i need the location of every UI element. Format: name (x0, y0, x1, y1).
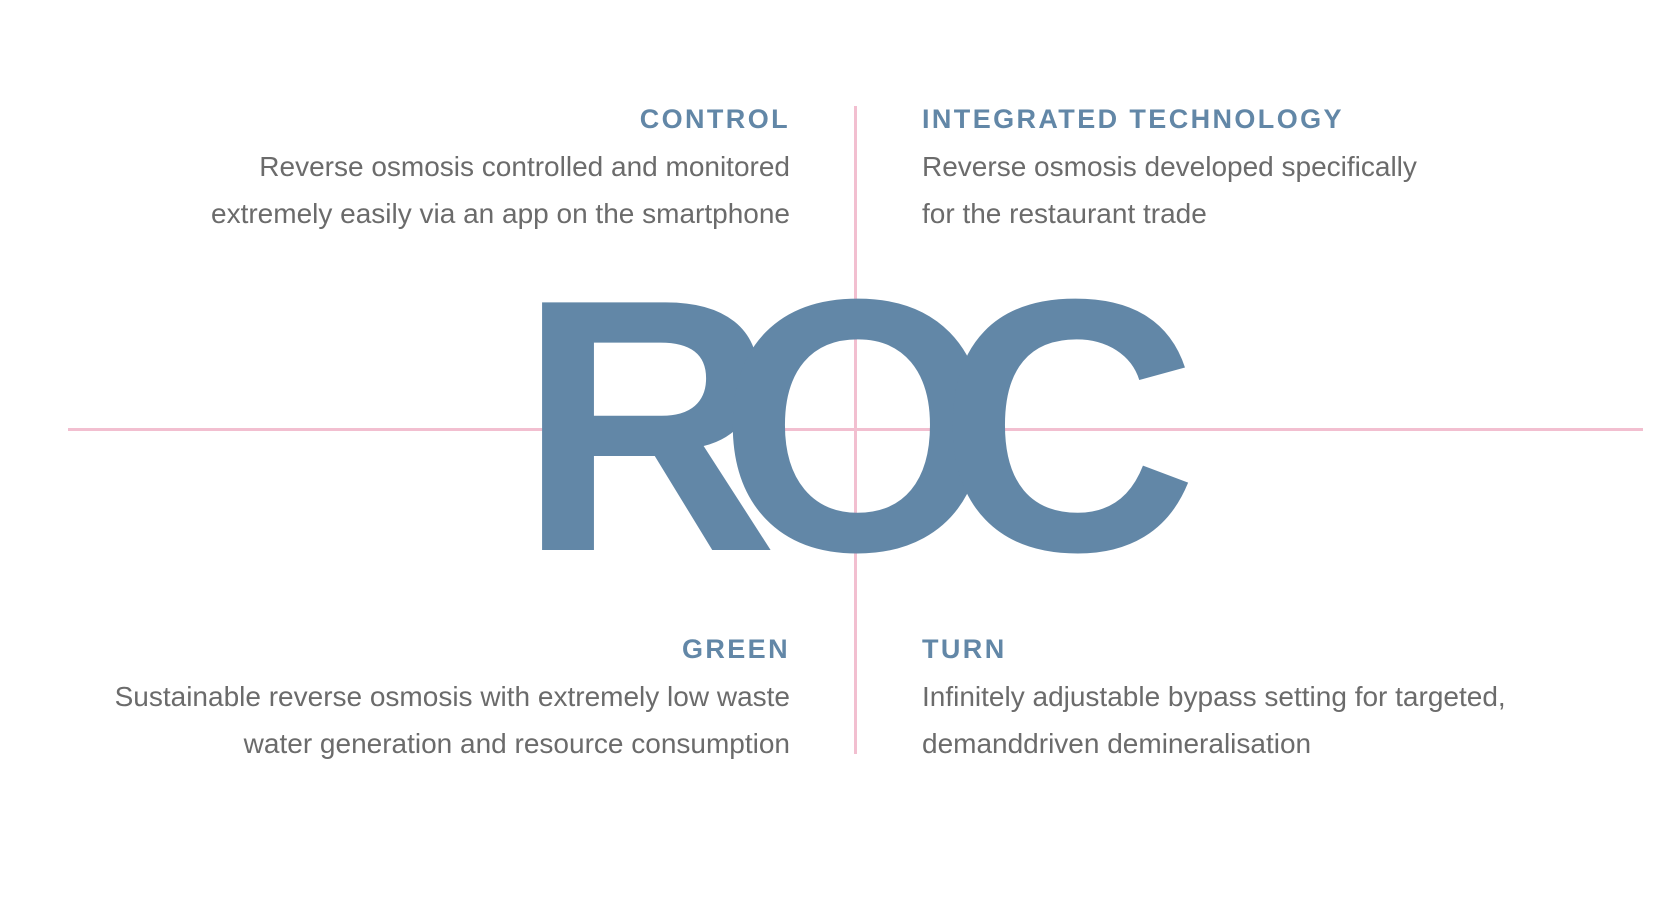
turn-line-1: Infinitely adjustable bypass setting for… (922, 681, 1506, 713)
green-line-2: water generation and resource consumptio… (243, 728, 790, 760)
roc-logo: ROC (518, 225, 1251, 627)
green-line-1: Sustainable reverse osmosis with extreme… (114, 681, 790, 713)
green-description: Sustainable reverse osmosis with extreme… (50, 673, 790, 767)
turn-title: TURN (922, 634, 1007, 664)
integrated-technology-line-2: for the restaurant trade (922, 198, 1207, 230)
control-line-1: Reverse osmosis controlled and monitored (259, 151, 790, 183)
turn-line-2: demanddriven demineralisation (922, 728, 1312, 760)
control-title: CONTROL (639, 104, 790, 134)
turn-description: Infinitely adjustable bypass setting for… (922, 673, 1662, 767)
green-title: GREEN (681, 634, 790, 664)
quadrant-control: CONTROL Reverse osmosis controlled and m… (50, 103, 790, 237)
integrated-technology-title: INTEGRATED TECHNOLOGY (922, 104, 1344, 134)
quadrant-green: GREEN Sustainable reverse osmosis with e… (50, 633, 790, 767)
quadrant-integrated-technology: INTEGRATED TECHNOLOGY Reverse osmosis de… (922, 103, 1662, 237)
quadrant-turn: TURN Infinitely adjustable bypass settin… (922, 633, 1662, 767)
control-line-2: extremely easily via an app on the smart… (211, 198, 790, 230)
roc-logo-text: ROC (518, 225, 1191, 627)
vertical-divider (854, 106, 857, 754)
integrated-technology-description: Reverse osmosis developed specifically f… (922, 143, 1662, 237)
control-description: Reverse osmosis controlled and monitored… (50, 143, 790, 237)
integrated-technology-line-1: Reverse osmosis developed specifically (922, 151, 1417, 183)
